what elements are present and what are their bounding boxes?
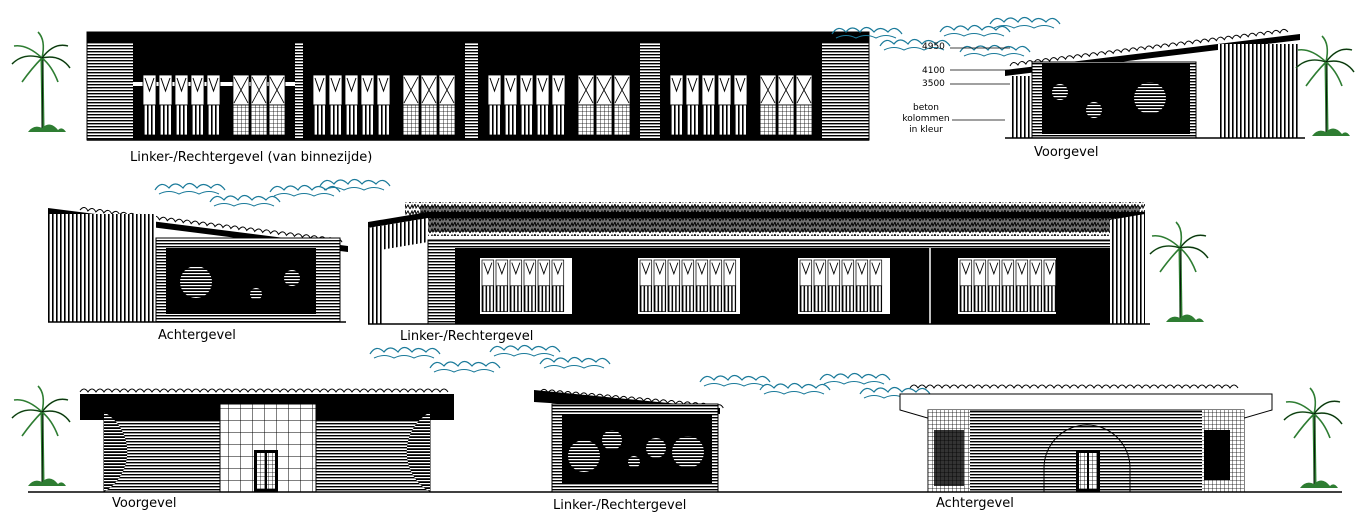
palm-tree-2 — [1294, 34, 1356, 138]
elevation-side-3 — [534, 388, 724, 493]
label-side-2: Linker-/Rechtergevel — [400, 329, 534, 344]
note-line-2: kolommen — [902, 114, 950, 124]
label-front-2: Voorgevel — [112, 496, 177, 511]
elevation-back-1 — [48, 207, 348, 323]
label-side-3: Linker-/Rechtergevel — [553, 498, 687, 513]
dimension-4100: 4100 — [922, 66, 945, 76]
dimension-lines — [950, 47, 1010, 121]
label-front-1: Voorgevel — [1034, 145, 1099, 160]
dimension-4950: 4950 — [922, 42, 945, 52]
elevation-front-1 — [1005, 28, 1305, 139]
clouds-2 — [154, 178, 391, 207]
dimension-3500: 3500 — [922, 79, 945, 89]
elevation-front-2 — [79, 388, 454, 493]
elevation-side-2 — [368, 202, 1150, 325]
palm-tree-3 — [1148, 220, 1210, 324]
elevation-side-inner — [86, 31, 870, 141]
palm-tree-1 — [10, 30, 72, 134]
label-back-2: Achtergevel — [936, 496, 1014, 511]
palm-tree-5 — [1282, 386, 1344, 490]
palm-tree-4 — [10, 384, 72, 488]
label-back-1: Achtergevel — [158, 328, 236, 343]
note-concrete-columns: beton kolommen in kleur — [898, 103, 954, 136]
clouds-3 — [369, 344, 931, 399]
note-line-1: beton — [913, 103, 939, 113]
elevation-back-2 — [899, 384, 1273, 493]
note-line-3: in kleur — [909, 125, 943, 135]
label-side-inner: Linker-/Rechtergevel (van binnezijde) — [130, 150, 373, 165]
